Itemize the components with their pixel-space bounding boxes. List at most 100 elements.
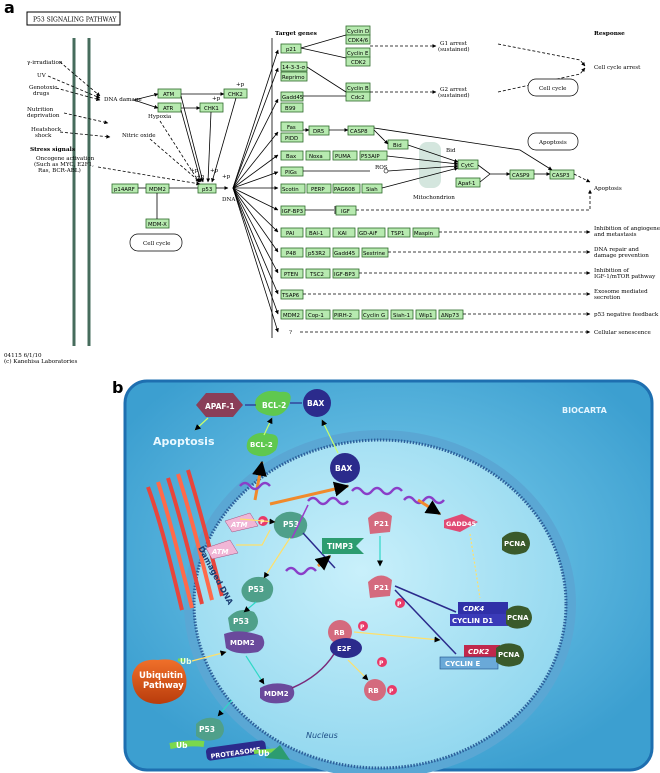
gene-bid[interactable] bbox=[387, 139, 409, 150]
svg-text:Ub: Ub bbox=[180, 657, 192, 666]
gene-mdm2-b[interactable] bbox=[280, 309, 304, 320]
response-negative-feedback: p53 negative feedback bbox=[594, 312, 659, 318]
svg-text:MDM2: MDM2 bbox=[283, 313, 300, 319]
response-g2: G2 arrest(sustained) bbox=[438, 87, 470, 99]
phospho-marks: +p +p +p +p +p +p bbox=[190, 82, 245, 180]
svg-text:+p: +p bbox=[210, 168, 219, 174]
svg-text:PCNA: PCNA bbox=[507, 614, 529, 622]
gene-dnp73[interactable] bbox=[438, 309, 464, 320]
svg-text:CDK4/6: CDK4/6 bbox=[348, 38, 369, 44]
cell-cycle-box[interactable] bbox=[129, 233, 183, 252]
cell-cycle-box-2[interactable] bbox=[527, 78, 579, 97]
svg-text:PCNA: PCNA bbox=[504, 540, 526, 548]
timp3-shape bbox=[322, 538, 364, 554]
bid-small-label: Bid bbox=[446, 148, 456, 154]
panel-b: b BIOCARTA Nucleus APAF-1 BCL-2 BAX Apop… bbox=[112, 378, 654, 773]
svg-text:P: P bbox=[397, 601, 402, 608]
svg-text:CYCLIN E: CYCLIN E bbox=[445, 660, 480, 668]
svg-text:E2F: E2F bbox=[337, 645, 352, 653]
ubiquitin-shape bbox=[132, 659, 187, 704]
gene-igfbp3[interactable] bbox=[280, 205, 306, 216]
svg-text:Reprimo: Reprimo bbox=[282, 75, 305, 81]
svg-text:Bax: Bax bbox=[286, 154, 297, 160]
gene-mdm2[interactable] bbox=[145, 183, 170, 194]
gene-igfbp3-b[interactable] bbox=[332, 268, 360, 279]
svg-text:TSAP6: TSAP6 bbox=[281, 293, 300, 299]
gene-fas[interactable] bbox=[280, 121, 304, 132]
gene-siah1[interactable] bbox=[390, 309, 414, 320]
gene-p53[interactable] bbox=[197, 183, 217, 194]
gene-puma[interactable] bbox=[332, 150, 358, 161]
gene-chk1-label: CHK1 bbox=[204, 106, 219, 112]
gene-igf[interactable] bbox=[335, 205, 357, 216]
svg-text:RB: RB bbox=[334, 629, 345, 637]
svg-text:P21: P21 bbox=[374, 520, 389, 528]
apoptosis-box[interactable] bbox=[527, 132, 579, 151]
footer: 04115 6/1/10(c) Kanehisa Laboratories bbox=[4, 353, 77, 365]
gene-14-3-3[interactable] bbox=[280, 61, 308, 72]
gene-apaf1[interactable] bbox=[455, 177, 481, 188]
svg-text:P53AIP: P53AIP bbox=[361, 154, 380, 160]
svg-text:Maspin: Maspin bbox=[414, 231, 433, 237]
gene-sestrine[interactable] bbox=[361, 247, 389, 258]
gene-reprimo[interactable] bbox=[280, 71, 308, 82]
gene-p53-label: p53 bbox=[202, 187, 212, 193]
svg-text:CDK2: CDK2 bbox=[351, 60, 366, 66]
gene-bai1[interactable] bbox=[305, 227, 331, 238]
gene-scotin[interactable] bbox=[280, 183, 306, 194]
mitochondrion-label: Mitochondrion bbox=[413, 195, 455, 201]
gene-maspin[interactable] bbox=[412, 227, 440, 238]
gene-noxa[interactable] bbox=[305, 150, 331, 161]
svg-text:Cdc2: Cdc2 bbox=[351, 95, 365, 101]
gene-siah[interactable] bbox=[361, 183, 383, 194]
gene-mdmx[interactable] bbox=[145, 218, 170, 229]
gene-gdaif[interactable] bbox=[357, 227, 386, 238]
gene-wip1[interactable] bbox=[415, 309, 437, 320]
bax-label: BAX bbox=[335, 464, 353, 473]
gene-gadd45-b[interactable] bbox=[332, 247, 360, 258]
stress-signals-label: Stress signals bbox=[30, 147, 76, 153]
gene-cdk2[interactable] bbox=[345, 56, 371, 67]
gene-p21[interactable] bbox=[280, 43, 302, 54]
gene-bax[interactable] bbox=[280, 150, 304, 161]
gene-p53aip[interactable] bbox=[359, 150, 388, 161]
svg-text:Cyclin B: Cyclin B bbox=[347, 86, 369, 92]
gene-perp[interactable] bbox=[306, 183, 332, 194]
panel-b-letter: b bbox=[112, 378, 123, 397]
gene-tsp1[interactable] bbox=[387, 227, 411, 238]
gene-pirh2[interactable] bbox=[332, 309, 360, 320]
gene-p14arf[interactable] bbox=[111, 183, 139, 194]
gene-cop1[interactable] bbox=[305, 309, 331, 320]
dna-damage-label: DNA damage bbox=[104, 97, 142, 103]
svg-text:Ub: Ub bbox=[176, 741, 188, 750]
bcl2-shape bbox=[246, 432, 278, 457]
gene-pag608[interactable] bbox=[332, 183, 361, 194]
panel-a: a P53 SIGNALING PATHWAY γ-irradiation UV… bbox=[4, 0, 660, 365]
rb-e2f: RB E2F P P RB P bbox=[328, 620, 397, 701]
gene-cyclin-g[interactable] bbox=[361, 309, 389, 320]
gene-tsap6[interactable] bbox=[280, 289, 304, 300]
gene-pigs[interactable] bbox=[280, 166, 304, 177]
svg-text:+p: +p bbox=[236, 82, 245, 88]
core-genes: ATM ATR CHK2 CHK1 p14ARF MDM2 MDM-X p53 bbox=[111, 88, 248, 229]
gene-b99[interactable] bbox=[280, 102, 304, 113]
gene-pidd[interactable] bbox=[280, 132, 304, 143]
gene-tsc2[interactable] bbox=[305, 268, 331, 279]
gene-kai[interactable] bbox=[332, 227, 356, 238]
gene-pai[interactable] bbox=[280, 227, 304, 238]
gene-pten[interactable] bbox=[280, 268, 304, 279]
gene-gadd45[interactable] bbox=[280, 91, 304, 102]
gene-cdk46[interactable] bbox=[345, 34, 371, 45]
bcl2-label: BCL-2 bbox=[250, 441, 273, 449]
svg-text:ATM: ATM bbox=[230, 521, 248, 529]
gene-cdc2[interactable] bbox=[345, 91, 371, 102]
svg-text:P21: P21 bbox=[374, 584, 389, 592]
svg-text:Fas: Fas bbox=[287, 125, 296, 131]
cell-cycle-box-2-label: Cell cycle bbox=[539, 86, 567, 92]
gene-p48[interactable] bbox=[280, 247, 304, 258]
gene-p53r2[interactable] bbox=[305, 247, 331, 258]
svg-text:KAI: KAI bbox=[338, 231, 347, 237]
